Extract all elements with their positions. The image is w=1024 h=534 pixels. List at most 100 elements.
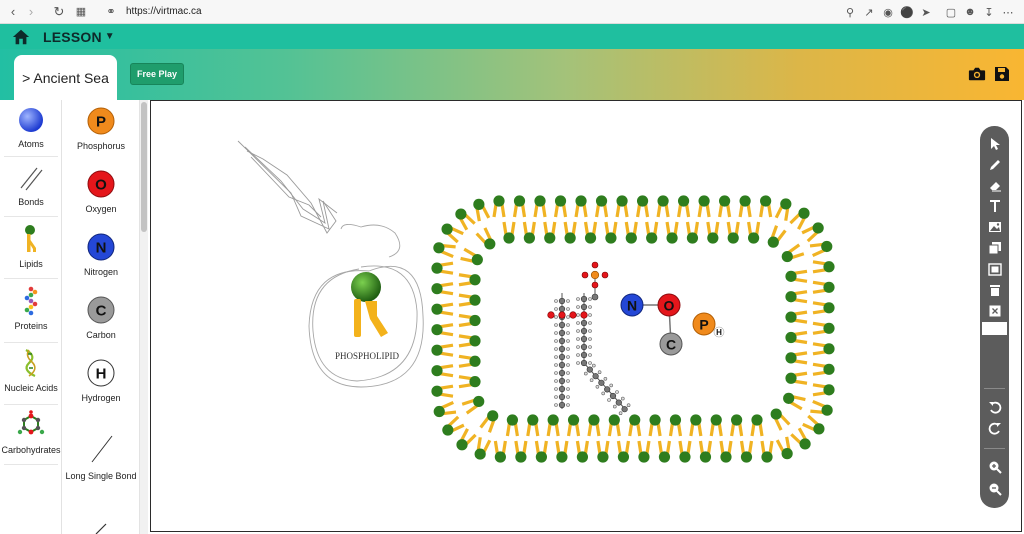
lipid-head (547, 414, 559, 426)
oxygen-atom[interactable]: O (657, 293, 681, 317)
phosphorus-atom-icon: P (87, 107, 115, 135)
phospholipid-molecule[interactable]: PHOSPHOLIPID (335, 272, 400, 361)
shield-icon[interactable]: ⚫ (900, 6, 914, 19)
text-icon[interactable] (984, 197, 1005, 215)
lipid-head (677, 195, 690, 207)
url-bar[interactable]: https://virtmac.ca (126, 6, 202, 17)
element-label: Hydrogen (81, 393, 121, 403)
image-icon[interactable] (984, 218, 1005, 236)
category-nucleic-acids[interactable]: Nucleic Acids (0, 348, 62, 393)
copy-icon[interactable] (984, 239, 1005, 257)
category-label: Proteins (14, 321, 48, 331)
eraser-icon[interactable] (984, 177, 1005, 195)
lesson-menu[interactable]: LESSON (43, 28, 102, 45)
bonds-icon (20, 167, 43, 191)
lipid-head (785, 331, 797, 344)
category-atoms[interactable]: Atoms (0, 106, 62, 149)
lipid-head (535, 451, 547, 463)
category-bonds[interactable]: Bonds (0, 164, 62, 207)
carbon-node (580, 303, 588, 311)
share-icon[interactable]: ↗ (864, 6, 874, 19)
drawing-toolbar (980, 126, 1009, 508)
fatty-acid-chain[interactable] (547, 261, 631, 416)
zoom-in-icon[interactable] (984, 458, 1005, 476)
lipid-head (473, 395, 485, 408)
category-lipids[interactable]: Lipids (0, 224, 62, 269)
scribble-circle[interactable] (308, 224, 424, 388)
grid-icon[interactable]: ▦ (75, 6, 87, 18)
redo-icon[interactable] (984, 419, 1005, 437)
drawing-canvas[interactable]: PHOSPHOLIPID N O C (150, 100, 1022, 532)
carbon-atom[interactable]: C (659, 332, 683, 356)
svg-text:H: H (96, 366, 107, 383)
more-icon[interactable]: ⋯ (1002, 6, 1014, 19)
category-proteins[interactable]: Proteins (0, 286, 62, 331)
save-icon[interactable] (994, 66, 1010, 82)
element-carbon[interactable]: C Carbon (63, 295, 139, 340)
color-swatch[interactable] (982, 322, 1007, 335)
home-icon[interactable] (12, 28, 30, 46)
lipid-head (456, 439, 468, 451)
nitrogen-atom[interactable]: N (620, 293, 644, 317)
chevron-down-icon[interactable]: ▼ (104, 31, 115, 42)
close-box-icon[interactable] (984, 302, 1005, 320)
element-hydrogen[interactable]: H Hydrogen (63, 358, 139, 403)
lipid-head (785, 291, 797, 303)
element-next-bond[interactable] (63, 518, 139, 534)
lipid-head (473, 198, 485, 210)
trash-icon[interactable] (984, 281, 1005, 299)
carbon-node (580, 359, 588, 367)
reload-icon[interactable]: ↻ (53, 3, 65, 19)
lipid-head (799, 438, 811, 450)
carbon-node (580, 335, 588, 343)
hydrogen-node (576, 297, 580, 301)
hydrogen-node (566, 395, 570, 399)
tab-ancient-sea[interactable]: > Ancient Sea (14, 55, 117, 101)
hydrogen-node (554, 331, 558, 335)
element-oxygen[interactable]: O Oxygen (63, 169, 139, 214)
category-label: Atoms (18, 139, 44, 149)
scrollbar-thumb[interactable] (141, 102, 147, 232)
screen-icon[interactable] (984, 260, 1005, 278)
lipid-head (625, 232, 637, 244)
lipid-head (433, 405, 445, 418)
carbon-node (580, 343, 588, 351)
search-icon[interactable]: ⚲ (845, 6, 855, 19)
lipid-head (433, 242, 445, 254)
lipid-head (556, 451, 568, 463)
hydrogen-node (615, 390, 619, 394)
lipid-head (770, 408, 782, 420)
pencil-icon[interactable] (984, 156, 1005, 174)
element-label: Long Single Bond (65, 471, 137, 481)
forward-icon[interactable]: › (28, 4, 34, 19)
hydrogen-node (588, 305, 592, 309)
select-arrow-icon[interactable] (984, 135, 1005, 153)
camera-icon[interactable] (968, 66, 986, 82)
category-label: Bonds (18, 197, 44, 207)
free-play-button[interactable]: Free Play (130, 63, 184, 85)
phosphorus-atom[interactable]: P (692, 312, 716, 336)
oxygen-node (558, 311, 566, 319)
back-icon[interactable]: ‹ (10, 4, 16, 19)
lipid-head (690, 414, 702, 426)
zoom-out-icon[interactable] (984, 480, 1005, 498)
element-label: Oxygen (85, 204, 117, 214)
hydrogen-atom[interactable]: H (713, 326, 725, 338)
undo-icon[interactable] (984, 398, 1005, 416)
scribble-arrow[interactable] (237, 140, 338, 234)
elements-scrollbar[interactable] (139, 100, 148, 534)
hydrogen-node (554, 347, 558, 351)
lipid-membrane[interactable] (431, 195, 835, 463)
category-carbohydrates[interactable]: Carbohydrates (0, 410, 62, 455)
hydrogen-node (554, 379, 558, 383)
send-icon[interactable]: ➤ (921, 6, 931, 19)
extensions-icon[interactable]: ▢ (945, 6, 957, 19)
element-long-single-bond[interactable]: Long Single Bond (63, 432, 139, 481)
screenshot-icon[interactable]: ◉ (883, 6, 893, 19)
atom-group[interactable]: N O C P H (620, 293, 725, 356)
carbon-node (558, 329, 566, 337)
download-icon[interactable]: ↧ (984, 6, 994, 19)
profile-icon[interactable]: ☻ (964, 6, 976, 18)
element-nitrogen[interactable]: N Nitrogen (63, 232, 139, 277)
element-phosphorus[interactable]: P Phosphorus (63, 106, 139, 151)
